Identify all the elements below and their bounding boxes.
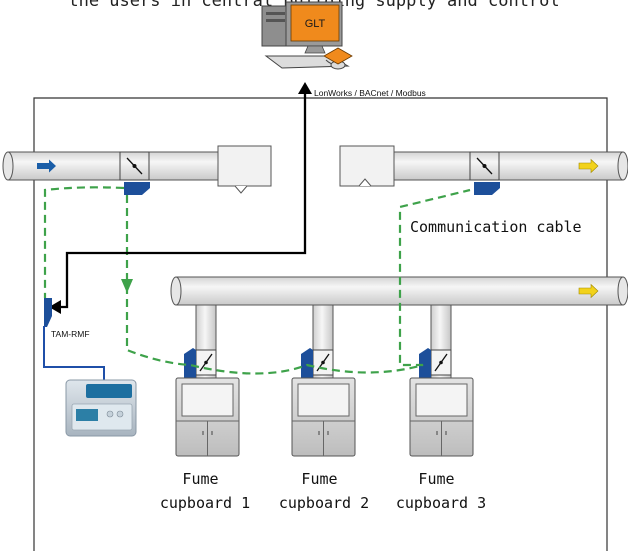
fume-cupboard-2-label: Fume cupboard 2	[279, 470, 369, 512]
damper-icon	[469, 151, 500, 195]
exhaust-arrow-icon	[578, 283, 599, 299]
network-arrow-icon	[49, 300, 61, 314]
fume-cupboard-2-line1: Fume	[301, 470, 337, 488]
fume-cupboard-1-label: Fume cupboard 1	[160, 470, 250, 512]
fume-cupboard	[291, 377, 356, 457]
cable-arrow-icon	[121, 279, 133, 293]
damper-icon	[119, 151, 150, 195]
controller-panel-icon	[65, 379, 137, 437]
damper-icon	[184, 348, 217, 378]
fume-cupboard-3-label: Fume cupboard 3	[396, 470, 486, 512]
fume-cupboard-2-line2: cupboard 2	[279, 494, 369, 512]
supply-duct	[2, 145, 272, 194]
fume-cupboard-3-line1: Fume	[418, 470, 454, 488]
building-outline	[33, 97, 608, 551]
damper-icon	[301, 348, 334, 378]
controller-line	[43, 326, 105, 380]
supply-arrow-icon	[37, 159, 56, 173]
controller-label: TAM-RMF	[51, 329, 90, 339]
fume-cupboard	[175, 377, 240, 457]
exhaust-arrow-icon	[578, 158, 599, 174]
fume-cupboard	[409, 377, 474, 457]
fume-cupboard-3-line2: cupboard 3	[396, 494, 486, 512]
computer-label: GLT	[305, 18, 326, 30]
network-line	[58, 88, 307, 309]
fume-cupboard-1-line2: cupboard 1	[160, 494, 250, 512]
computer-icon	[261, 1, 353, 70]
damper-icon	[419, 348, 452, 378]
protocols-label: LonWorks / BACnet / Modbus	[314, 88, 426, 98]
network-arrow-icon	[298, 82, 312, 94]
controller-icon	[44, 298, 52, 327]
fume-cupboard-1-line1: Fume	[182, 470, 218, 488]
communication-cable-label: Communication cable	[410, 218, 582, 236]
communication-cable	[43, 186, 471, 375]
